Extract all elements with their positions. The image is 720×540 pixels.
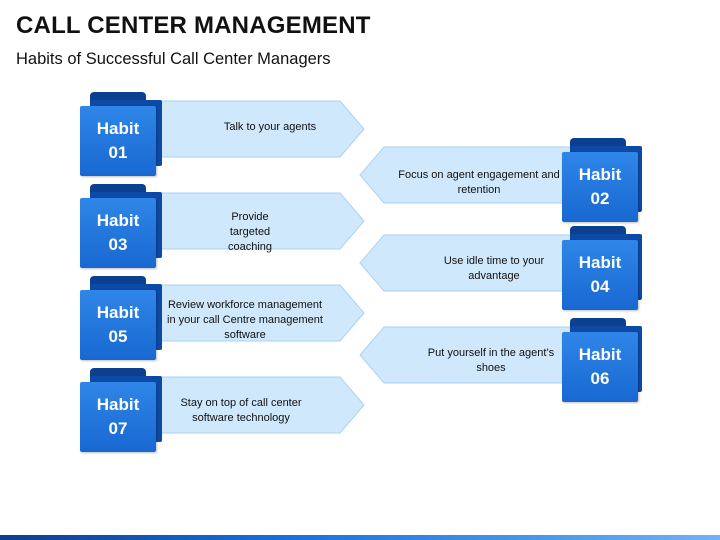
habit-06: Habit 06 Put yourself in the agent’s sho… bbox=[356, 318, 656, 402]
habit-label: Habit bbox=[578, 165, 622, 184]
habit-07-text: Stay on top of call center software tech… bbox=[180, 397, 302, 424]
habit-06-arrow bbox=[356, 323, 574, 387]
habit-06-text: Put yourself in the agent’s shoes bbox=[427, 347, 555, 374]
habit-number: 04 bbox=[590, 277, 610, 296]
habit-number: 07 bbox=[108, 419, 128, 438]
habit-05-folder: Habit 05 bbox=[80, 290, 156, 360]
habit-03: Habit 03 Provide targeted coaching bbox=[80, 184, 380, 268]
habit-04-arrow bbox=[356, 231, 574, 295]
habit-03-arrow bbox=[150, 189, 368, 253]
habit-number: 06 bbox=[590, 369, 610, 388]
habit-03-text: Provide targeted coaching bbox=[227, 211, 273, 253]
habit-04-text: Use idle time to your advantage bbox=[443, 255, 545, 282]
habit-label: Habit bbox=[96, 211, 140, 230]
habit-07-arrow bbox=[150, 373, 368, 437]
habit-01-text: Talk to your agents bbox=[223, 121, 317, 133]
habit-01: Habit 01 Talk to your agents bbox=[80, 92, 380, 176]
habit-label: Habit bbox=[96, 303, 140, 322]
habit-04: Habit 04 Use idle time to your advantage bbox=[356, 226, 656, 310]
page-subtitle: Habits of Successful Call Center Manager… bbox=[16, 50, 331, 68]
habit-01-arrow bbox=[150, 97, 368, 161]
habit-label: Habit bbox=[578, 253, 622, 272]
habit-07-folder: Habit 07 bbox=[80, 382, 156, 452]
habit-number: 03 bbox=[108, 235, 128, 254]
habit-label: Habit bbox=[96, 119, 140, 138]
habit-04-folder: Habit 04 bbox=[562, 240, 638, 310]
habit-02-arrow bbox=[356, 143, 574, 207]
habit-02-text: Focus on agent engagement and retention bbox=[398, 169, 560, 196]
habit-01-folder: Habit 01 bbox=[80, 106, 156, 176]
habit-02: Habit 02 Focus on agent engagement and r… bbox=[356, 138, 656, 222]
habit-label: Habit bbox=[578, 345, 622, 364]
habit-07: Habit 07 Stay on top of call center soft… bbox=[80, 368, 380, 452]
habit-03-folder: Habit 03 bbox=[80, 198, 156, 268]
habit-number: 01 bbox=[108, 143, 128, 162]
habit-number: 05 bbox=[108, 327, 128, 346]
habit-05-arrow bbox=[150, 281, 368, 345]
habit-06-folder: Habit 06 bbox=[562, 332, 638, 402]
habit-05: Habit 05 Review workforce management in … bbox=[80, 276, 380, 360]
habit-05-text: Review workforce management in your call… bbox=[167, 299, 323, 341]
habit-label: Habit bbox=[96, 395, 140, 414]
habit-number: 02 bbox=[590, 189, 610, 208]
page-title: CALL CENTER MANAGEMENT bbox=[16, 12, 371, 39]
habit-02-folder: Habit 02 bbox=[562, 152, 638, 222]
bottom-accent-bar bbox=[0, 535, 720, 540]
